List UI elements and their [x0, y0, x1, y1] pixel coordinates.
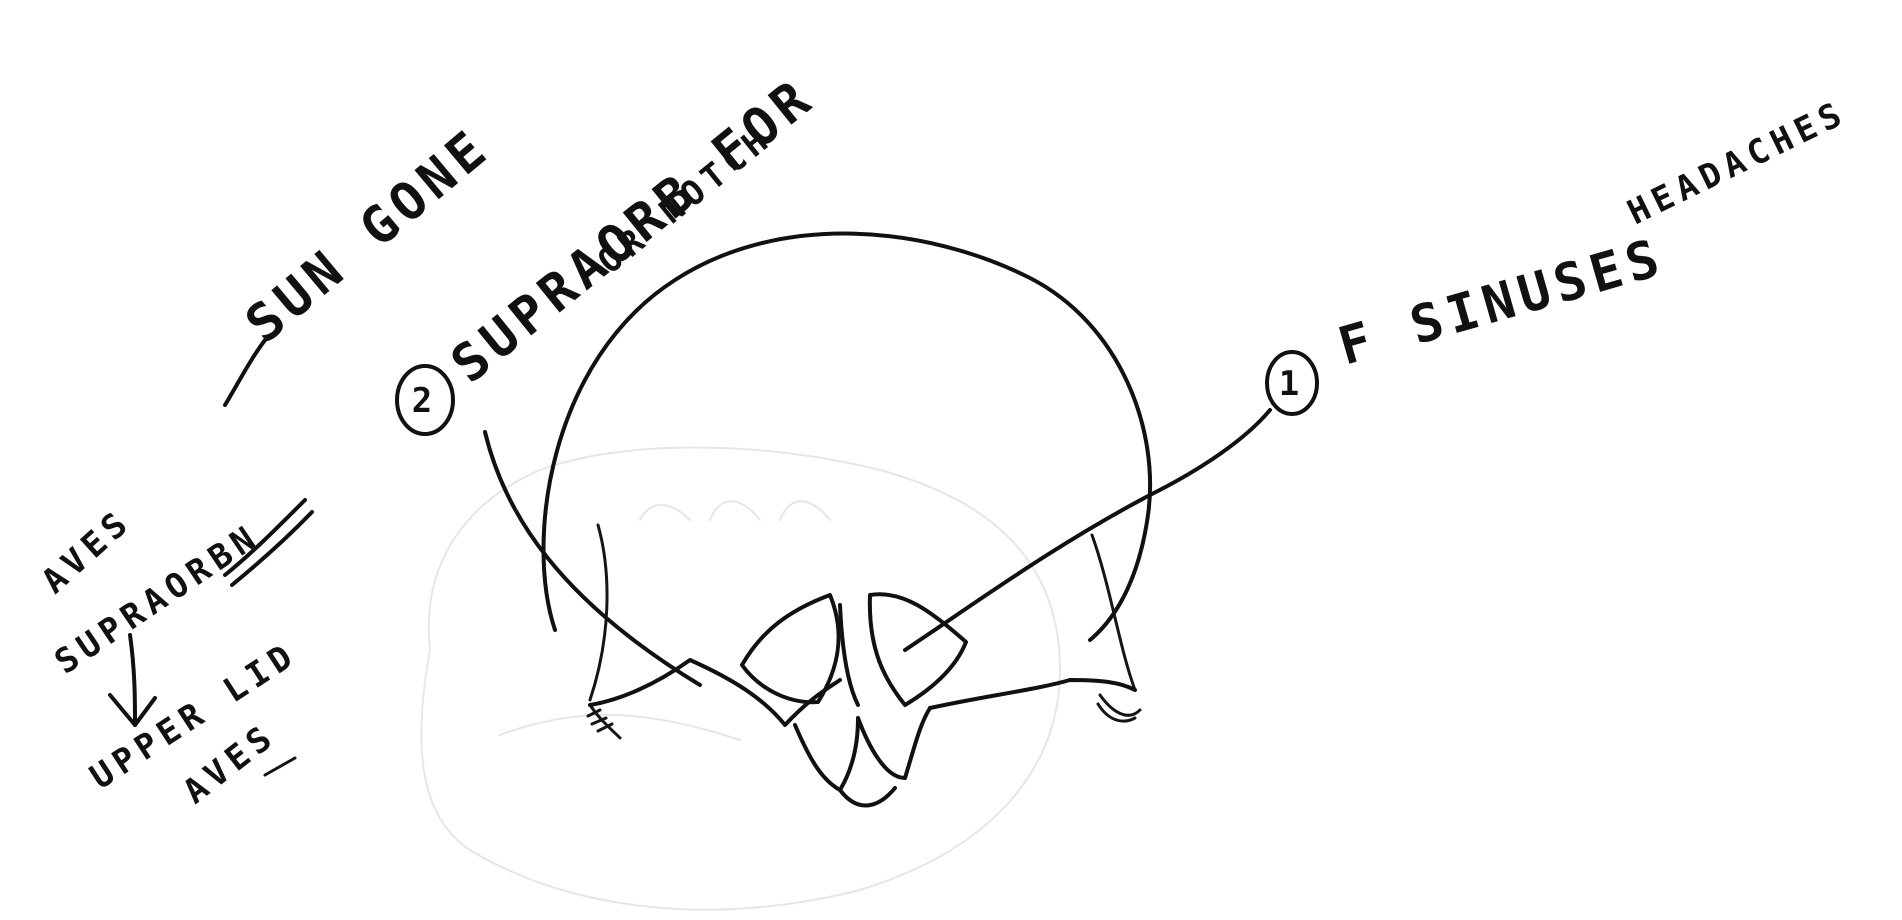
marker-two: 2 [397, 366, 453, 434]
marker-two-text: 2 [412, 381, 438, 421]
or-notch-note: OR NOTCH [590, 118, 780, 282]
marker-one: 1 [1267, 352, 1317, 414]
sun-gone-note: SUN GONE [235, 117, 502, 355]
frontal-bone-drawing [485, 234, 1150, 806]
label-leaders [225, 340, 1270, 650]
marker-one-text: 1 [1279, 364, 1305, 404]
aves-top-note: AVES [34, 501, 139, 602]
headaches-note: HEADACHES [1621, 93, 1853, 233]
f-sinuses-note: F SINUSES [1332, 227, 1671, 377]
